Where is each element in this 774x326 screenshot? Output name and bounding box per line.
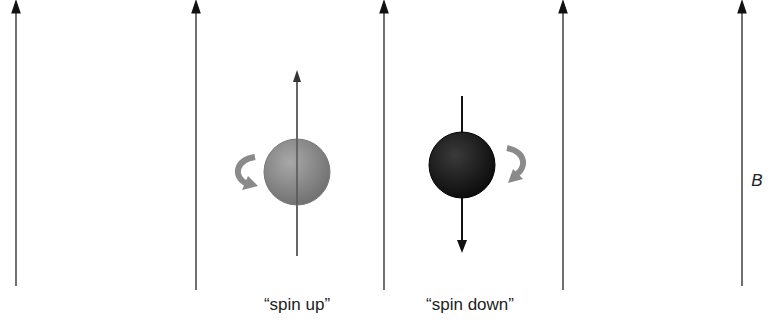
state-label: “spin down”: [426, 296, 514, 315]
field-symbol: B: [751, 172, 762, 191]
spin-up-particle: [238, 70, 330, 256]
spin-down-particle: [429, 96, 523, 253]
field-lines: [12, 1, 746, 290]
state-label: “spin up”: [264, 296, 330, 315]
